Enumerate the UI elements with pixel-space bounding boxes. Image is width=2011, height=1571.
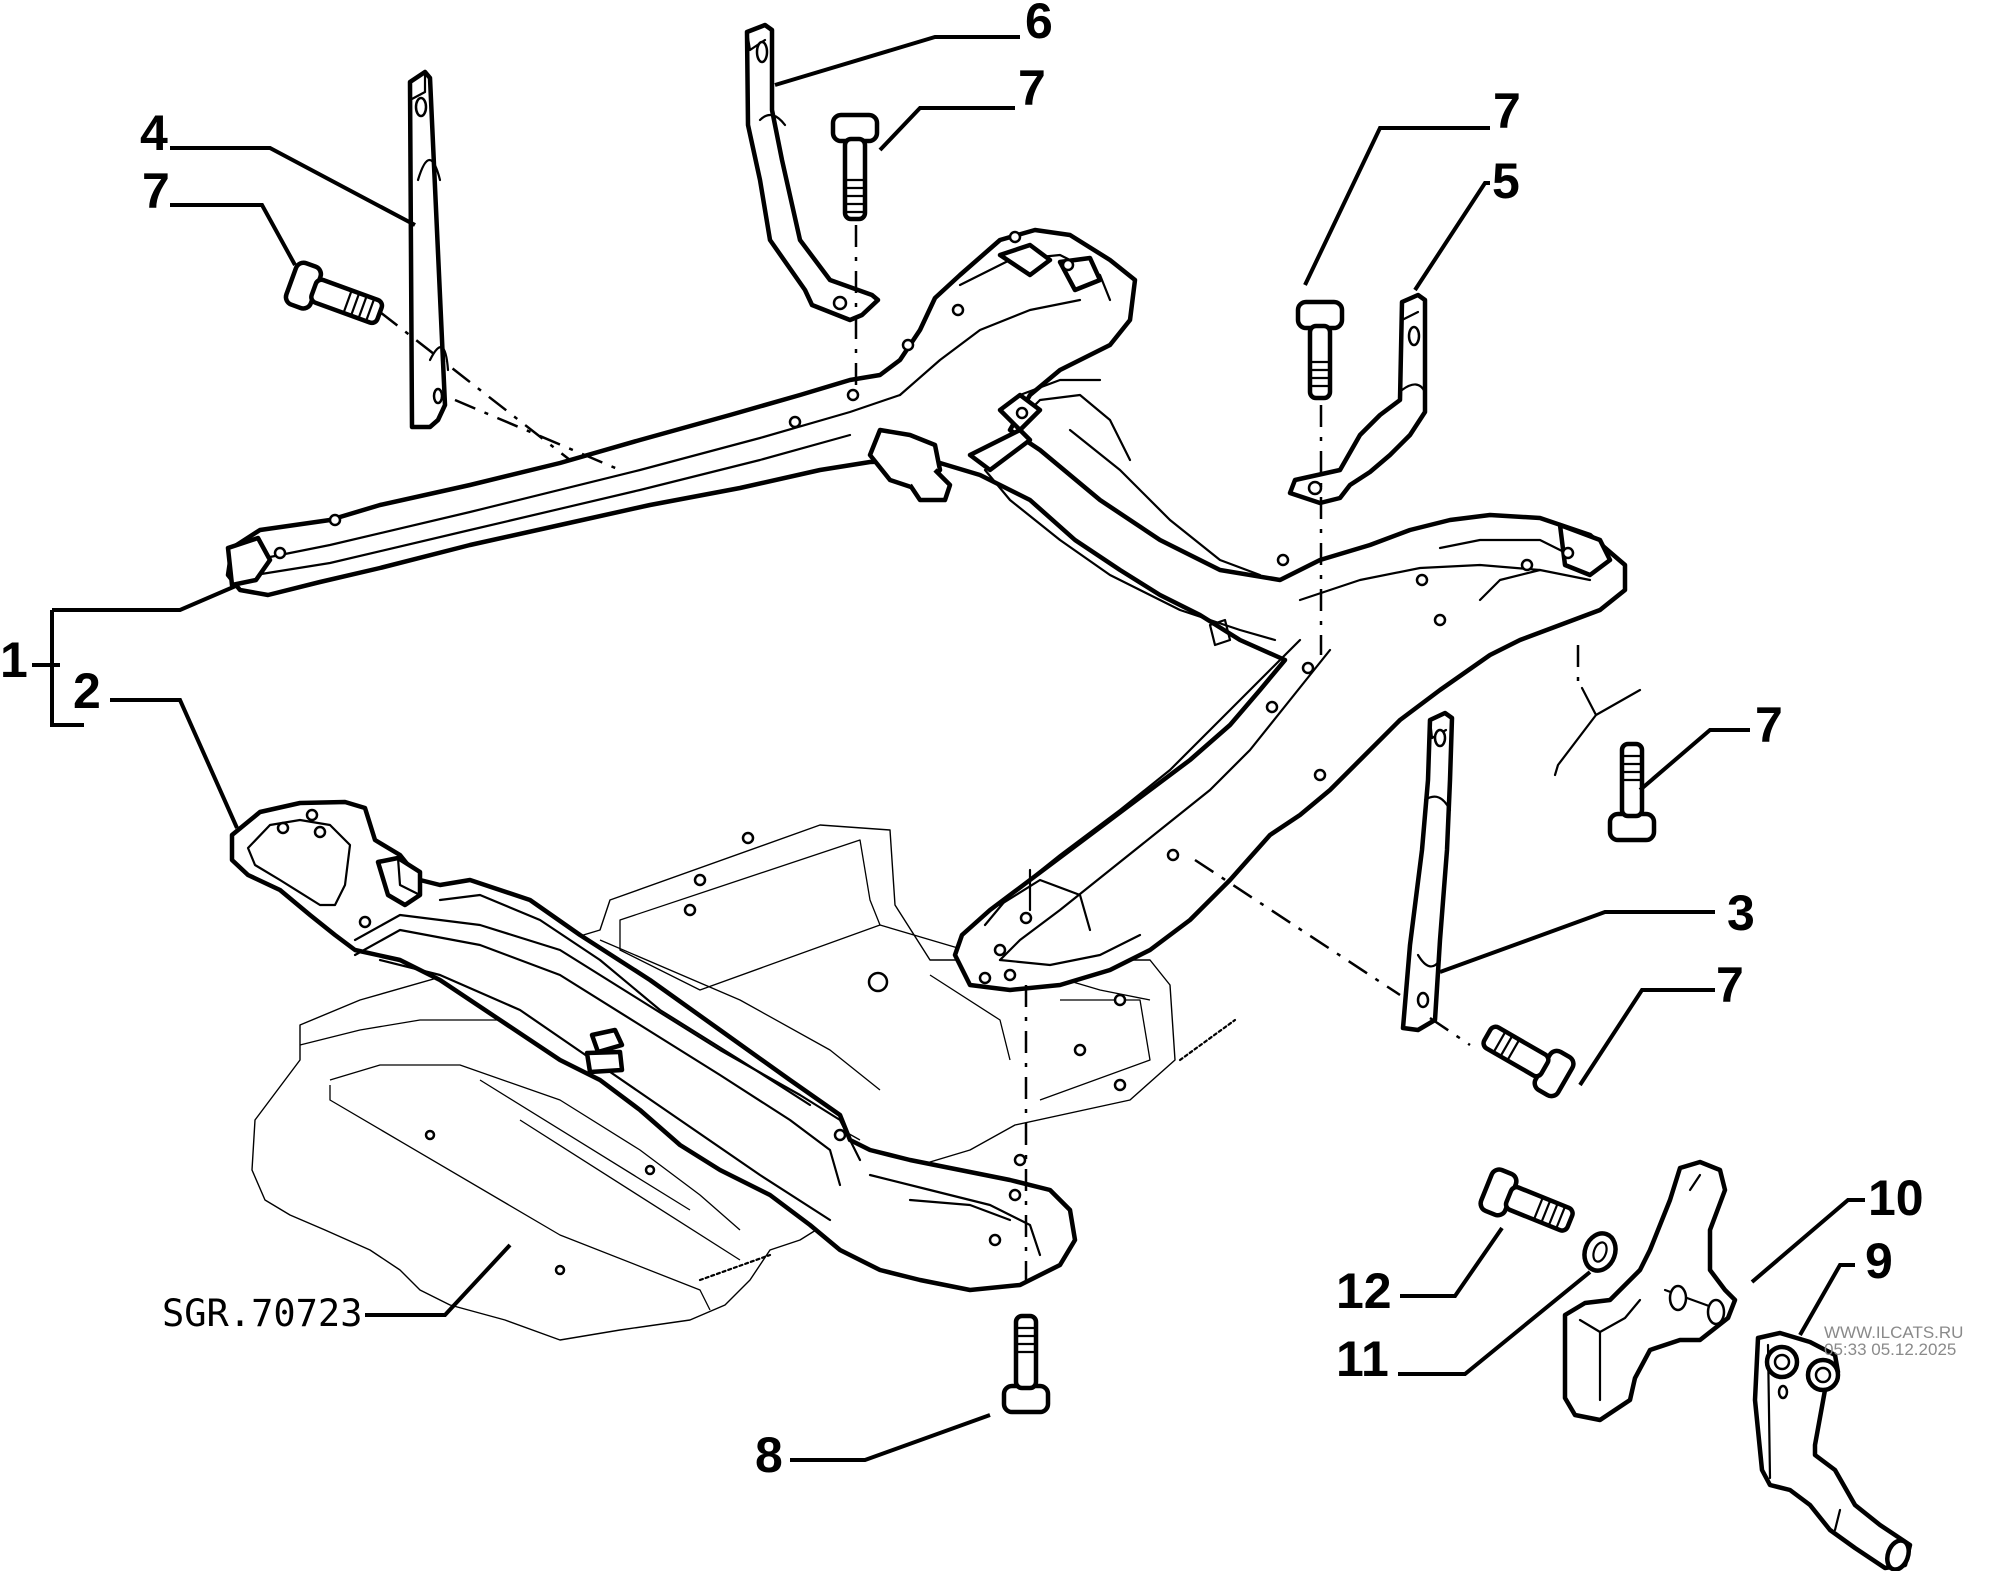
mounting-bracket-10 — [1562, 1159, 1738, 1423]
bolt-7-left — [283, 260, 385, 326]
leader-lines — [32, 35, 1865, 1462]
front-crossmember — [229, 799, 1078, 1293]
bolt-7-strap3 — [1481, 1024, 1576, 1099]
bolt-8 — [1001, 1313, 1051, 1415]
callout-7-c: 7 — [1493, 83, 1521, 139]
callout-6: 6 — [1025, 0, 1053, 49]
callout-2: 2 — [73, 663, 101, 719]
watermark-site: WWW.ILCATS.RU — [1824, 1323, 1963, 1342]
reference-code: SGR.70723 — [162, 1292, 362, 1335]
lever-bracket-9 — [1752, 1330, 1913, 1571]
callout-5: 5 — [1492, 153, 1520, 209]
watermark: WWW.ILCATS.RU 05:33 05.12.2025 — [1824, 1323, 1963, 1359]
callout-3: 3 — [1727, 885, 1755, 941]
callout-7-d: 7 — [1755, 697, 1783, 753]
callout-4: 4 — [140, 105, 168, 161]
callout-10: 10 — [1868, 1170, 1924, 1226]
bolt-7-right-top — [1295, 299, 1345, 401]
callout-7-a: 7 — [1018, 60, 1046, 116]
assembly-lines — [379, 225, 1642, 1290]
support-bracket-6 — [744, 22, 881, 323]
support-strap-4 — [407, 69, 450, 430]
washer-11 — [1582, 1231, 1618, 1273]
bolt-7-right-low — [1607, 741, 1657, 843]
callout-9: 9 — [1865, 1233, 1893, 1289]
callout-7-e: 7 — [1716, 957, 1744, 1013]
callout-7-b: 7 — [142, 163, 170, 219]
support-strap-3 — [1400, 710, 1455, 1033]
bolt-12 — [1478, 1167, 1575, 1233]
callout-8: 8 — [755, 1427, 783, 1483]
support-bracket-5 — [1287, 292, 1428, 506]
watermark-timestamp: 05:33 05.12.2025 — [1824, 1340, 1956, 1359]
subframe — [225, 227, 1628, 993]
subframe-holes — [273, 230, 1575, 985]
callout-12: 12 — [1336, 1263, 1392, 1319]
callouts: 1 2 3 4 5 6 7 7 7 7 7 8 9 10 11 12 SGR.7… — [0, 0, 1924, 1483]
callout-1: 1 — [0, 632, 28, 688]
callout-11: 11 — [1336, 1331, 1389, 1387]
bolt-7-top — [830, 112, 880, 222]
